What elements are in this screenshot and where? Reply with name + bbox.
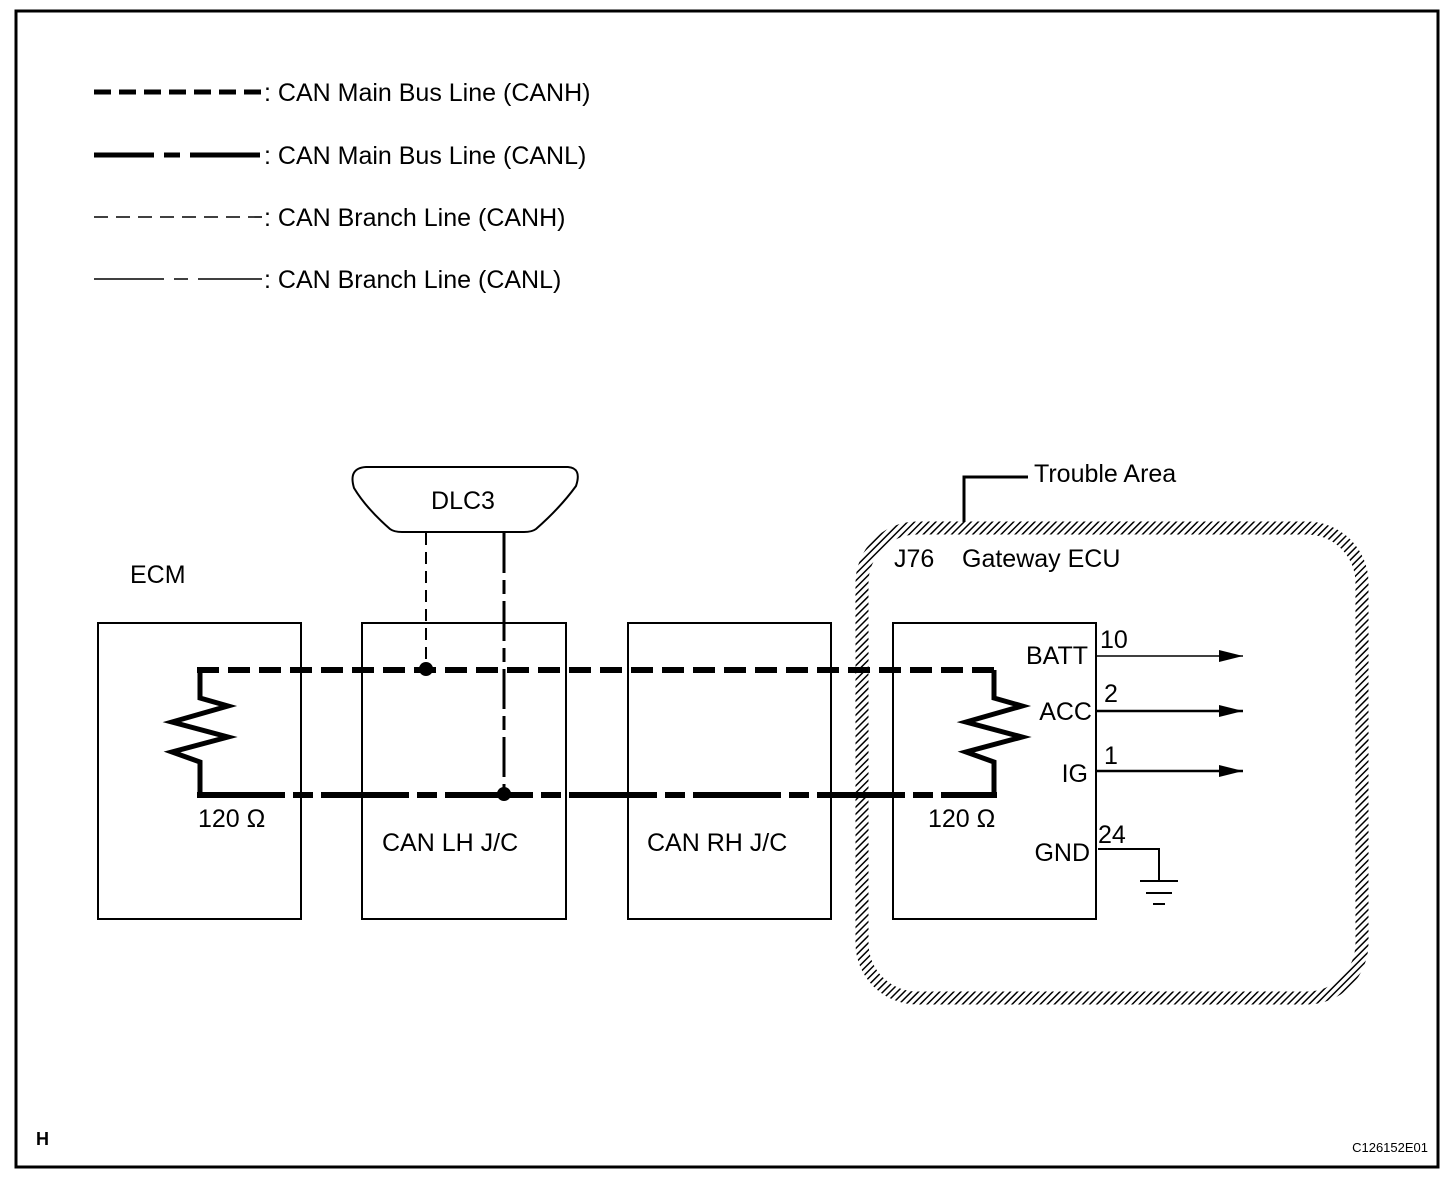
legend-item-main-canh: : CAN Main Bus Line (CANH)	[94, 79, 590, 107]
legend-item-branch-canh: : CAN Branch Line (CANH)	[94, 204, 565, 232]
gateway-resistor-value: 120 Ω	[928, 805, 995, 833]
junction-dot-canh	[419, 662, 433, 676]
ground-icon	[1140, 880, 1178, 905]
pin-number: 1	[1104, 742, 1118, 770]
pin-ig: IG 1	[1062, 742, 1243, 788]
gateway-label: Gateway ECU	[962, 545, 1120, 573]
gateway-ecu: J76 Gateway ECU 120 Ω BATT 10 ACC 2 IG 1…	[892, 545, 1243, 920]
figure-code: C126152E01	[1352, 1140, 1428, 1155]
legend-item-branch-canl: : CAN Branch Line (CANL)	[94, 266, 561, 294]
ecm-resistor-icon	[162, 670, 238, 795]
ecm-box	[97, 622, 302, 920]
pin-acc: ACC 2	[1039, 680, 1243, 726]
can-lh-jc-label: CAN LH J/C	[382, 829, 518, 857]
section-mark: H	[36, 1129, 49, 1149]
trouble-area-leader	[962, 475, 1028, 522]
ecm-label: ECM	[130, 561, 186, 589]
dlc3-connector-shape	[351, 466, 579, 533]
pin-name: GND	[1034, 839, 1090, 867]
ecm-resistor-value: 120 Ω	[198, 805, 265, 833]
can-lh-jc: CAN LH J/C	[361, 622, 567, 920]
ecm: ECM 120 Ω	[97, 561, 302, 920]
legend-item-main-canl: : CAN Main Bus Line (CANL)	[94, 142, 586, 170]
figure-frame	[14, 9, 1440, 1169]
legend-label: : CAN Main Bus Line (CANH)	[264, 79, 590, 107]
pin-name: ACC	[1039, 698, 1092, 726]
trouble-area-label: Trouble Area	[1034, 460, 1176, 488]
pin-number: 24	[1098, 821, 1126, 849]
gateway-code: J76	[894, 545, 934, 573]
gateway-resistor-icon	[956, 670, 1032, 795]
legend-label: : CAN Branch Line (CANH)	[264, 204, 565, 232]
can-rh-jc: CAN RH J/C	[627, 622, 832, 920]
pin-name: BATT	[1026, 642, 1088, 670]
can-rh-jc-box	[627, 622, 832, 920]
legend-label: : CAN Main Bus Line (CANL)	[264, 142, 586, 170]
pin-name: IG	[1062, 760, 1088, 788]
gnd-wire	[1098, 848, 1160, 880]
legend-label: : CAN Branch Line (CANL)	[264, 266, 561, 294]
pin-gnd: GND 24	[1034, 821, 1178, 905]
junction-dot-canl	[497, 787, 511, 801]
legend: : CAN Main Bus Line (CANH) : CAN Main Bu…	[94, 79, 590, 294]
dlc3: DLC3	[351, 466, 579, 533]
pin-batt: BATT 10	[1026, 626, 1243, 670]
trouble-area-boundary	[855, 521, 1369, 1005]
pin-number: 2	[1104, 680, 1118, 708]
can-lh-jc-box	[361, 622, 567, 920]
pin-number: 10	[1100, 626, 1128, 654]
can-rh-jc-label: CAN RH J/C	[647, 829, 787, 857]
trouble-area: Trouble Area	[855, 460, 1369, 1005]
dlc3-label: DLC3	[431, 487, 495, 515]
